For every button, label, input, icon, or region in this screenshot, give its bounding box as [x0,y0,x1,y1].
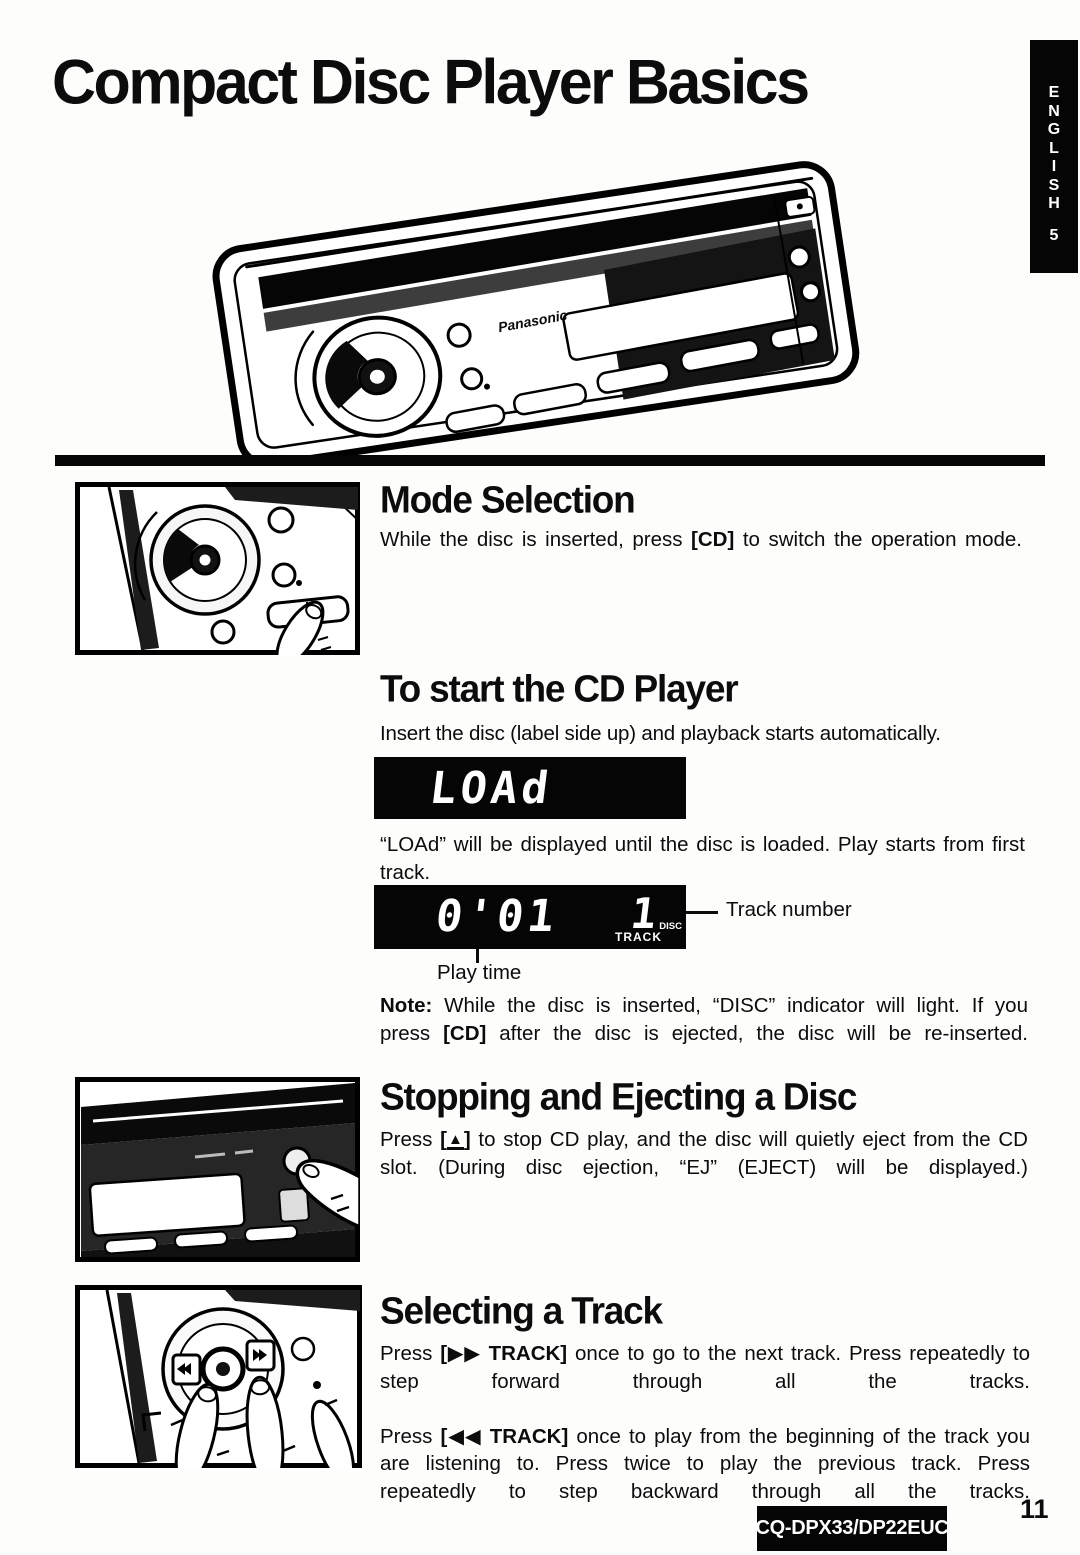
select-track-backward-text: Press [◀◀ TRACK] once to play from the b… [380,1424,1030,1503]
heading-stopping-ejecting: Stopping and Ejecting a Disc [380,1076,857,1118]
heading-mode-selection: Mode Selection [380,479,636,521]
lcd-load-text: LOAd [426,763,556,814]
lcd-display-load: LOAd [374,757,686,819]
mode-selection-text: While the disc is inserted, press [CD] t… [380,528,1022,551]
note-text: Note: While the disc is inserted, “DISC”… [380,994,1028,1045]
lcd-disc-label: DISC [659,921,682,932]
select-track-illustration [75,1285,362,1468]
page-number: 11 [1020,1494,1049,1524]
select-track-forward-text: Press [▶▶ TRACK] once to go to the next … [380,1342,1030,1393]
play-time-callout-line [476,949,479,963]
page-title: Compact Disc Player Basics [52,47,810,118]
track-number-callout: Track number [726,898,852,921]
play-time-callout: Play time [437,961,522,984]
track-number-callout-line [686,911,718,914]
model-number-badge: CQ-DPX33/DP22EUC [755,1506,949,1551]
language-tab-letters: E N G L I S H [1047,84,1061,212]
language-tab-page-section: 5 [1049,226,1059,244]
heading-selecting-track: Selecting a Track [380,1290,663,1332]
heading-start-cd-player: To start the CD Player [380,668,739,710]
language-tab: E N G L I S H 5 [1030,40,1078,273]
eject-illustration [75,1077,360,1262]
lcd-play-time: 0'01 [432,891,562,942]
section-divider [55,455,1045,466]
lcd-display-playtime: 0'01 1 TRACK DISC [374,885,686,949]
stopping-ejecting-text: Press [▲] to stop CD play, and the disc … [380,1128,1028,1179]
cd-player-illustration: Panasonic [195,120,885,469]
load-explanation-text: “LOAd” will be displayed until the disc … [380,833,1025,884]
start-intro-text: Insert the disc (label side up) and play… [380,722,941,745]
lcd-track-label: TRACK [615,930,662,944]
mode-selection-illustration [75,482,360,655]
selecting-track-text: Press [▶▶ TRACK] once to go to the next … [380,1340,1030,1533]
